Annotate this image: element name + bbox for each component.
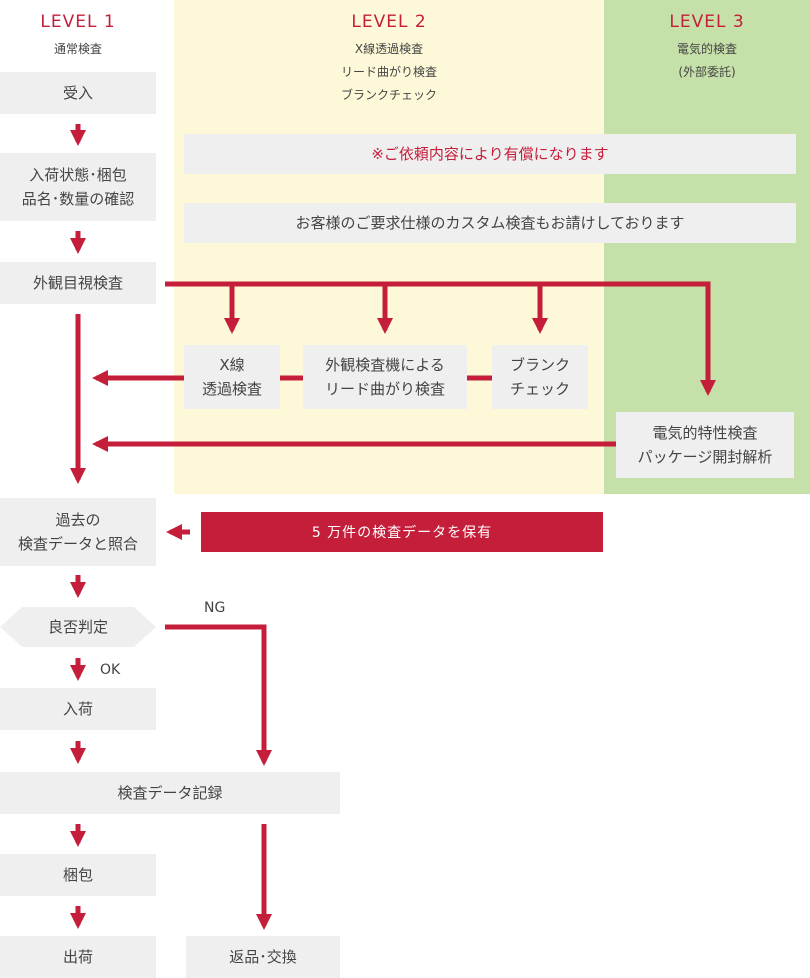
ng-label: NG — [204, 600, 226, 616]
confirm-box: 入荷状態･梱包 品名･数量の確認 — [0, 153, 156, 221]
custom-note: お客様のご要求仕様のカスタム検査もお請けしております — [184, 203, 796, 243]
blank-check-box: ブランク チェック — [492, 345, 588, 409]
level2-subtitle-3: ブランクチェック — [340, 88, 437, 102]
arrow-ng-record — [165, 624, 273, 766]
record-box: 検査データ記録 — [0, 772, 340, 814]
ship-box: 出荷 — [0, 936, 156, 978]
connector-visual-branch — [165, 281, 717, 396]
level1-subtitle: 通常検査 — [53, 42, 102, 56]
lead-bend-box: 外観検査機による リード曲がり検査 — [303, 345, 467, 409]
database-box: 5 万件の検査データを保有 — [201, 512, 603, 552]
level3-title: LEVEL 3 — [669, 12, 745, 32]
xray-box: X線 透過検査 — [184, 345, 280, 409]
level2-band — [174, 0, 604, 494]
arrival-box: 入荷 — [0, 688, 156, 730]
paid-note: ※ご依頼内容により有償になります — [184, 134, 796, 174]
electrical-test-box: 電気的特性検査 パッケージ開封解析 — [616, 412, 794, 478]
visual-check-box: 外観目視検査 — [0, 262, 156, 304]
level1-title: LEVEL 1 — [40, 12, 116, 32]
ok-label: OK — [100, 662, 121, 678]
level3-subtitle-2: (外部委託) — [678, 65, 736, 79]
level2-subtitle-1: X線透過検査 — [354, 42, 424, 56]
return-exchange-box: 返品･交換 — [186, 936, 340, 978]
level2-subtitle-2: リード曲がり検査 — [340, 65, 437, 79]
level3-band — [604, 0, 810, 494]
level3-subtitle-1: 電気的検査 — [676, 42, 737, 56]
pack-box: 梱包 — [0, 854, 156, 896]
level2-title: LEVEL 2 — [351, 12, 427, 32]
receive-box: 受入 — [0, 72, 156, 114]
judge-label: 良否判定 — [47, 618, 108, 636]
compare-box: 過去の 検査データと照合 — [0, 498, 156, 566]
